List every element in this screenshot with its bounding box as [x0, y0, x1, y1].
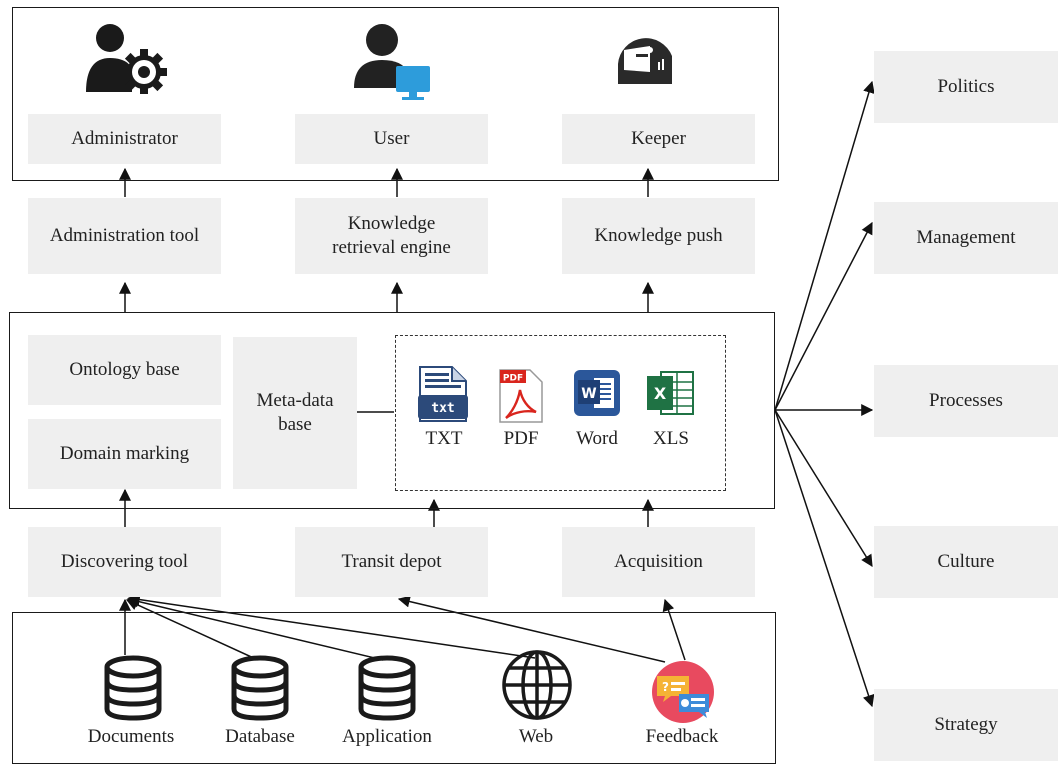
- dimension-strategy: Strategy: [874, 689, 1058, 761]
- acquisition: Acquisition: [562, 527, 755, 597]
- chat-bubbles-icon: ?: [651, 660, 715, 729]
- svg-text:?: ?: [662, 680, 669, 694]
- arrow-strategy: [774, 409, 875, 708]
- admin-gear-icon: [82, 22, 168, 99]
- format-label-txt: TXT: [425, 428, 463, 449]
- dimension-management: Management: [874, 202, 1058, 274]
- format-label-pdf: PDF: [503, 428, 539, 449]
- format-label-word: Word: [576, 428, 618, 449]
- discovering-tool: Discovering tool: [28, 527, 221, 597]
- service-knowledge-push: Knowledge push: [562, 198, 755, 274]
- dimension-processes: Processes: [874, 365, 1058, 437]
- storage-frame: [9, 312, 775, 509]
- domain-marking: Domain marking: [28, 419, 221, 489]
- user-monitor-icon: [352, 22, 434, 111]
- meta-data-base: Meta-data base: [233, 337, 357, 489]
- file-formats-group: [395, 335, 726, 491]
- dimension-politics: Politics: [874, 51, 1058, 123]
- format-label-xls: XLS: [653, 428, 689, 449]
- ontology-base: Ontology base: [28, 335, 221, 405]
- source-feedback: Feedback: [645, 726, 719, 747]
- arrow-politics: [774, 80, 875, 411]
- word-file-icon: W: [572, 368, 622, 423]
- txt-file-icon: txt: [416, 365, 470, 428]
- role-user: User: [295, 114, 488, 164]
- svg-text:W: W: [581, 386, 596, 402]
- database-icon: [357, 655, 417, 726]
- sources-frame: [12, 612, 776, 764]
- svg-text:txt: txt: [431, 401, 454, 416]
- arrow-culture: [774, 409, 873, 568]
- transit-depot: Transit depot: [295, 527, 488, 597]
- service-administration-tool: Administration tool: [28, 198, 221, 274]
- source-documents: Documents: [87, 726, 175, 747]
- globe-icon: [500, 648, 574, 727]
- arrow-management: [774, 221, 873, 411]
- service-knowledge-retrieval-engine: Knowledge retrieval engine: [295, 198, 488, 274]
- roles-frame: [12, 7, 779, 181]
- pdf-file-icon: PDF: [498, 368, 544, 429]
- keeper-badge-icon: [614, 34, 676, 95]
- role-keeper: Keeper: [562, 114, 755, 164]
- source-application: Application: [342, 726, 432, 747]
- database-icon: [230, 655, 290, 726]
- role-administrator: Administrator: [28, 114, 221, 164]
- source-web: Web: [518, 726, 554, 747]
- svg-text:PDF: PDF: [503, 374, 523, 384]
- dimension-culture: Culture: [874, 526, 1058, 598]
- svg-text:X: X: [654, 384, 667, 403]
- excel-file-icon: X: [645, 368, 697, 423]
- database-icon: [103, 655, 163, 726]
- source-database: Database: [225, 726, 295, 747]
